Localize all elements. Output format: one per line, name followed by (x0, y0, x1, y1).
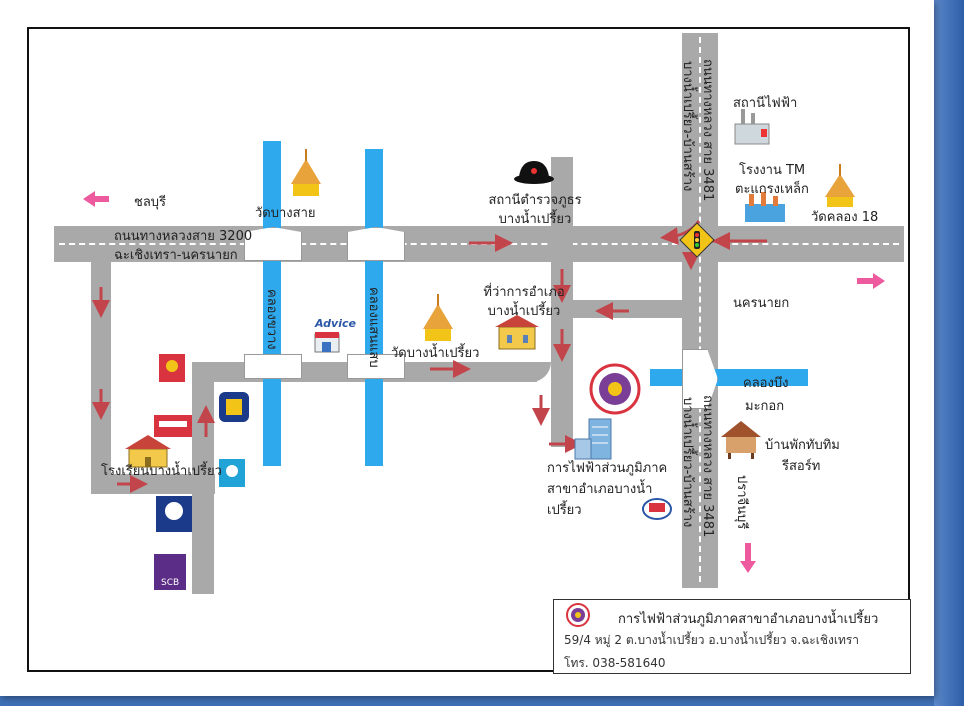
bridge (244, 354, 302, 379)
left-arrow-icon (83, 191, 109, 207)
highway-3200-label: ถนนทางหลวงสาย 3200 (114, 229, 253, 244)
bridge (244, 227, 302, 261)
bank-icon (219, 459, 245, 487)
bank-icon (219, 392, 249, 422)
factory-icon (745, 192, 785, 222)
temple-icon (825, 164, 855, 207)
curve-road (479, 362, 551, 382)
shop-icon (314, 332, 340, 353)
temple-icon (423, 294, 453, 341)
wat-khlong18-label: วัดคลอง 18 (811, 210, 879, 225)
factory-label: โรงงาน TM (739, 163, 806, 178)
right-arrow-icon (857, 273, 885, 289)
highway-3481-top-label: ถนนทางหลวง สาย 3481 (700, 59, 715, 202)
chonburi-label: ชลบุรี (134, 195, 167, 210)
wat-bang-nam-priao-label: วัดบางน้ำเปรี้ยว (391, 346, 480, 361)
temple-icon (291, 149, 321, 196)
bridge (347, 354, 405, 379)
khlong-bueng-sublabel: มะกอก (745, 399, 785, 414)
power-station-icon (734, 109, 770, 145)
factory-sublabel: ตะแกรงเหล็ก (735, 182, 809, 197)
highway-3200-sublabel: ฉะเชิงเทรา-นครนายก (114, 248, 238, 263)
police-icon (514, 161, 554, 184)
police-station-label: สถานีตำรวจภูธร บางน้ำเปรี้ยว (488, 193, 582, 227)
district-office-label: ที่ว่าการอำเภอ บางน้ำเปรี้ยว (483, 285, 565, 319)
khlong-khwang-canal (263, 141, 281, 466)
traffic-light-icon (679, 222, 715, 258)
school-icon (125, 435, 171, 468)
office-building-icon (574, 418, 612, 460)
bank-icon (154, 415, 192, 437)
advice-logo-label: Advice (315, 317, 356, 330)
pea-sublabel: สาขาอำเภอบางน้ำ (547, 482, 653, 497)
pea-seal-icon (589, 363, 641, 415)
highway-3481-bottom-sublabel: บางน้ำเปรี้ยว-บ้านสร้าง (680, 397, 695, 528)
highway-3481-bottom-label: ถนนทางหลวง สาย 3481 (700, 395, 715, 538)
info-phone: โทร. 038-581640 (564, 656, 666, 670)
school-label: โรงเรียนบางน้ำเปรี้ยว (101, 464, 222, 479)
school-road (91, 474, 215, 494)
khlong-saen-saep-label: คลองแสนแสบ (366, 287, 381, 368)
address-info-box: การไฟฟ้าส่วนภูมิภาคสาขาอำเภอบางน้ำเปรี้ย… (553, 599, 911, 674)
map-frame: Advice SCB ชลบุรี ถนนทางหลวงสาย 3200 ฉะเ… (27, 27, 910, 672)
info-address: 59/4 หมู่ 2 ต.บางน้ำเปรี้ยว อ.บางน้ำเปรี… (564, 633, 860, 647)
prachinburi-label: ปราจีนบุรี (734, 475, 749, 530)
resort-sublabel: รีสอร์ท (782, 459, 821, 474)
pea-logo-icon (566, 603, 590, 627)
wat-bang-sai-label: วัดบางสาย (255, 206, 316, 221)
pea-label: การไฟฟ้าส่วนภูมิภาค (547, 461, 668, 476)
gas-station-icon (642, 498, 672, 520)
down-arrow-icon (740, 543, 756, 573)
resort-label: บ้านพักทับทิม (765, 438, 840, 453)
khlong-khwang-label: คลองขวาง (264, 289, 279, 350)
nakhon-nayok-label: นครนายก (733, 296, 790, 311)
highway-3481-top-sublabel: บางน้ำเปรี้ยว-บ้านสร้าง (680, 61, 695, 192)
power-station-label: สถานีไฟฟ้า (733, 96, 798, 111)
bank-icon (156, 496, 192, 532)
khlong-bueng-label: คลองบึง (743, 376, 789, 391)
bank-icon (154, 554, 186, 590)
route-overlay (83, 109, 885, 590)
bridge (347, 227, 405, 261)
scb-logo-label: SCB (161, 578, 180, 588)
government-building-icon (495, 315, 539, 350)
info-title: การไฟฟ้าส่วนภูมิภาคสาขาอำเภอบางน้ำเปรี้ย… (618, 612, 879, 627)
post-office-icon (159, 354, 185, 382)
window-background (934, 0, 964, 706)
house-icon (721, 421, 761, 459)
left-vertical-road (91, 262, 111, 494)
pea-sublabel-2: เปรี้ยว (547, 503, 582, 518)
